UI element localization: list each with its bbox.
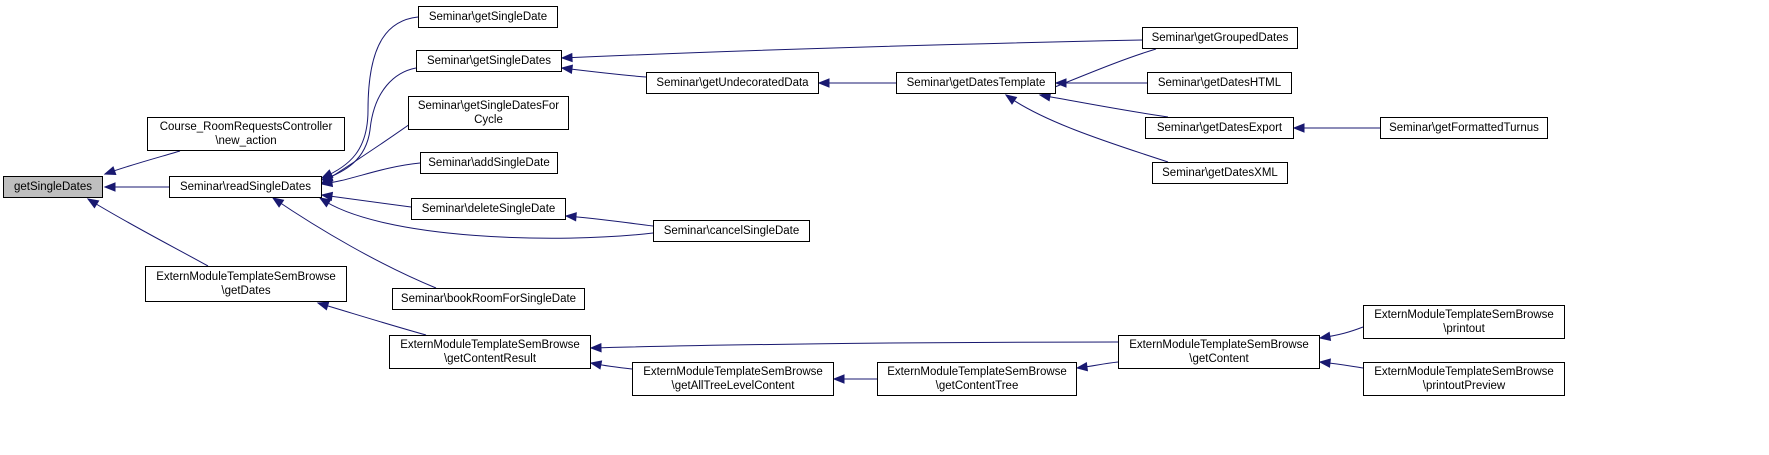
edge-n_delsd-to-n_readsd <box>321 194 412 208</box>
edge-n_undecorated-to-n_getsds <box>561 67 647 78</box>
arrowhead-n_readsd-to-root <box>103 182 116 192</box>
edge-n_getsdcycle-to-n_readsd <box>321 123 411 184</box>
arrowhead-n_cancelsd-to-n_readsd <box>318 197 332 208</box>
function-node-turnus[interactable]: Seminar\getFormattedTurnus <box>1380 117 1548 139</box>
node-label-line: Seminar\getSingleDatesFor <box>417 100 560 112</box>
function-node-bookroom[interactable]: Seminar\bookRoomForSingleDate <box>392 288 585 310</box>
node-label-line: Seminar\getGroupedDates <box>1151 32 1289 44</box>
node-label-line: Seminar\readSingleDates <box>179 181 312 193</box>
function-node-readsd[interactable]: Seminar\readSingleDates <box>169 176 322 198</box>
edge-n_grouped-to-n_getsds <box>561 39 1143 59</box>
edge-n_getsd-to-n_readsd <box>321 16 419 179</box>
function-node-contenttree[interactable]: ExternModuleTemplateSemBrowse \getContent… <box>877 362 1077 396</box>
function-node-grouped[interactable]: Seminar\getGroupedDates <box>1142 27 1298 49</box>
node-label-line: ExternModuleTemplateSemBrowse <box>1374 366 1554 378</box>
node-label-line: Course_RoomRequestsController <box>159 121 333 133</box>
node-label-line: \getContentTree <box>935 380 1019 392</box>
function-node-preview[interactable]: ExternModuleTemplateSemBrowse \printoutPr… <box>1363 362 1565 396</box>
edge-n_grouped-to-n_datestemplate <box>1039 48 1157 94</box>
node-label-line: ExternModuleTemplateSemBrowse <box>887 366 1067 378</box>
function-node-contentresult[interactable]: ExternModuleTemplateSemBrowse \getContent… <box>389 335 591 369</box>
node-label-line: Seminar\addSingleDate <box>428 157 550 169</box>
node-label-line: Seminar\getDatesExport <box>1156 122 1283 134</box>
arrowhead-n_datestemplate-to-n_undecorated <box>817 78 830 88</box>
arrowhead-n_addsd-to-n_readsd <box>320 177 334 188</box>
function-node-html[interactable]: Seminar\getDatesHTML <box>1147 72 1292 94</box>
arrowhead-n_contenttree-to-n_alltree <box>832 374 845 384</box>
arrowhead-n_html-to-n_datestemplate <box>1054 78 1067 88</box>
arrowhead-n_delsd-to-n_readsd <box>320 191 334 202</box>
function-node-content[interactable]: ExternModuleTemplateSemBrowse \getContent <box>1118 335 1320 369</box>
node-label-line: Seminar\getDatesTemplate <box>906 77 1046 89</box>
arrowhead-n_turnus-to-n_export <box>1292 123 1305 133</box>
edge-n_xml-to-n_datestemplate <box>1005 94 1169 163</box>
edge-n_bookroom-to-n_readsd <box>272 197 437 289</box>
node-label-line: \getAllTreeLevelContent <box>671 380 795 392</box>
function-node-getsd[interactable]: Seminar\getSingleDate <box>418 6 558 28</box>
node-label-line: Seminar\getSingleDates <box>426 55 551 67</box>
node-label-line: Seminar\getDatesHTML <box>1157 77 1282 89</box>
node-label-line: \printoutPreview <box>1422 380 1506 392</box>
node-label-line: ExternModuleTemplateSemBrowse <box>400 339 580 351</box>
arrowhead-n_preview-to-n_content <box>1318 358 1331 368</box>
arrowhead-n_bookroom-to-n_readsd <box>271 197 285 208</box>
node-label-line: \getDates <box>221 285 271 297</box>
node-label-line: \printout <box>1443 323 1485 335</box>
edge-n_newaction-to-root <box>104 150 181 175</box>
arrowhead-n_printout-to-n_content <box>1318 331 1332 341</box>
arrowhead-n_newaction-to-root <box>103 166 117 176</box>
node-label-line: ExternModuleTemplateSemBrowse <box>643 366 823 378</box>
node-label-line: Seminar\cancelSingleDate <box>663 225 800 237</box>
arrowhead-n_alltree-to-n_contentresult <box>589 360 603 370</box>
arrowhead-n_xml-to-n_datestemplate <box>1004 94 1018 105</box>
node-label-line: ExternModuleTemplateSemBrowse <box>156 271 336 283</box>
arrowhead-n_getdates-to-root <box>86 198 100 209</box>
arrowhead-n_content-to-n_contenttree <box>1075 361 1089 372</box>
node-label-line: Seminar\getUndecoratedData <box>656 77 809 89</box>
node-label-line: Seminar\bookRoomForSingleDate <box>400 293 577 305</box>
edge-n_cancelsd-to-n_readsd <box>319 197 654 239</box>
function-node-getdates[interactable]: ExternModuleTemplateSemBrowse \getDates <box>145 266 347 302</box>
edge-n_getsds-to-n_readsd <box>321 67 417 181</box>
node-label-line: ExternModuleTemplateSemBrowse <box>1129 339 1309 351</box>
edge-n_contentresult-to-n_getdates <box>317 302 427 336</box>
node-label-line: Seminar\getFormattedTurnus <box>1389 122 1539 134</box>
root-function-node: getSingleDates <box>3 176 103 198</box>
node-label-line: Seminar\getDatesXML <box>1162 167 1278 179</box>
function-node-undecorated[interactable]: Seminar\getUndecoratedData <box>646 72 819 94</box>
arrowhead-n_content-to-n_contentresult <box>589 342 602 353</box>
node-label-line: Cycle <box>474 114 503 126</box>
edge-n_content-to-n_contentresult <box>590 341 1119 349</box>
function-node-printout[interactable]: ExternModuleTemplateSemBrowse \printout <box>1363 305 1565 339</box>
function-node-datestemplate[interactable]: Seminar\getDatesTemplate <box>896 72 1056 94</box>
node-label-line: Seminar\deleteSingleDate <box>421 203 556 215</box>
function-node-xml[interactable]: Seminar\getDatesXML <box>1152 162 1288 184</box>
node-label-line: \new_action <box>215 135 277 147</box>
arrowhead-n_undecorated-to-n_getsds <box>560 64 573 74</box>
arrowhead-n_contentresult-to-n_getdates <box>316 301 330 311</box>
function-node-delsd[interactable]: Seminar\deleteSingleDate <box>411 198 566 220</box>
function-node-alltree[interactable]: ExternModuleTemplateSemBrowse \getAllTree… <box>632 362 834 396</box>
edge-n_export-to-n_datestemplate <box>1039 94 1169 118</box>
node-label-line: \getContentResult <box>443 353 537 365</box>
arrowhead-n_cancelsd-to-n_delsd <box>564 212 577 222</box>
function-node-cancelsd[interactable]: Seminar\cancelSingleDate <box>653 220 810 242</box>
node-label-line: Seminar\getSingleDate <box>428 11 548 23</box>
function-node-getsds[interactable]: Seminar\getSingleDates <box>416 50 562 72</box>
function-node-addsd[interactable]: Seminar\addSingleDate <box>420 152 558 174</box>
node-label-line: \getContent <box>1189 353 1249 365</box>
edge-n_cancelsd-to-n_delsd <box>565 215 654 227</box>
node-label-line: ExternModuleTemplateSemBrowse <box>1374 309 1554 321</box>
arrowhead-n_grouped-to-n_getsds <box>560 52 573 63</box>
function-node-newaction[interactable]: Course_RoomRequestsController \new_action <box>147 117 345 151</box>
node-label-line: getSingleDates <box>14 181 92 193</box>
function-node-export[interactable]: Seminar\getDatesExport <box>1145 117 1294 139</box>
edge-n_getdates-to-root <box>87 198 209 267</box>
